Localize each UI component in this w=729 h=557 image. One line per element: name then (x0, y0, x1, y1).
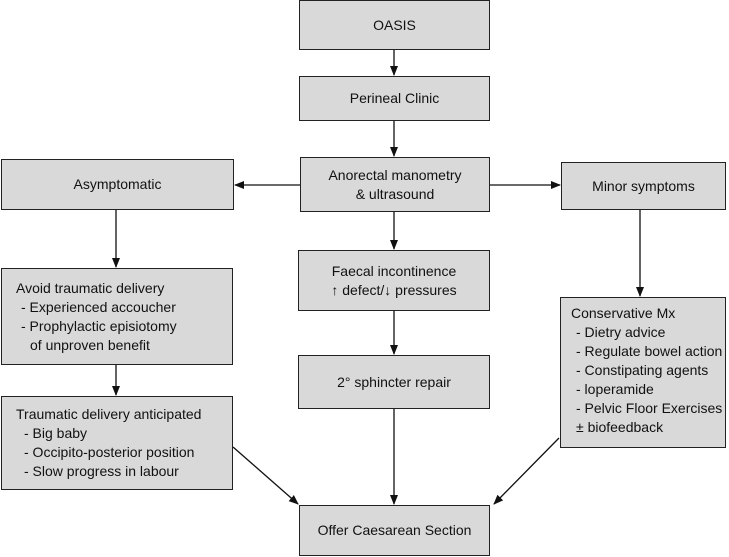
caesarean-label: Offer Caesarean Section (317, 522, 472, 538)
conservative-mx-box: Conservative Mx - Dietry advice - Regula… (560, 297, 726, 448)
traumatic-title: Traumatic delivery anticipated (16, 406, 202, 422)
traumatic-item: - Occipito-posterior position (24, 444, 195, 460)
caesarean-section-box: Offer Caesarean Section (299, 505, 490, 556)
asymptomatic-label: Asymptomatic (73, 176, 162, 192)
faecal-incontinence-box: Faecal incontinence ↑ defect/↓ pressures (298, 250, 490, 311)
traumatic-item: - Big baby (24, 425, 88, 441)
minor-symptoms-box: Minor symptoms (561, 162, 726, 210)
avoid-item: - Prophylactic episiotomy (21, 318, 177, 334)
conservative-item: - Pelvic Floor Exercises (576, 400, 723, 416)
minor-symptoms-label: Minor symptoms (592, 177, 695, 194)
faecal-line1: Faecal incontinence (331, 262, 457, 279)
arrow-traumatic-to-caesarean (232, 446, 299, 505)
avoid-item: - Experienced accoucher (21, 299, 176, 315)
manometry-box: Anorectal manometry & ultrasound (300, 157, 490, 212)
conservative-item: - Constipating agents (576, 362, 709, 378)
oasis-box: OASIS (299, 0, 490, 50)
traumatic-item: - Slow progress in labour (24, 463, 179, 479)
sphincter-repair-box: 2° sphincter repair (298, 355, 490, 409)
conservative-item: - Dietry advice (576, 324, 666, 340)
avoid-item: of unproven benefit (30, 337, 150, 353)
conservative-title: Conservative Mx (571, 305, 676, 321)
avoid-title: Avoid traumatic delivery (16, 280, 165, 296)
manometry-line1: Anorectal manometry (328, 166, 462, 183)
oasis-label: OASIS (373, 16, 416, 33)
avoid-traumatic-delivery-box: Avoid traumatic delivery - Experienced a… (1, 268, 233, 365)
asymptomatic-box: Asymptomatic (1, 159, 234, 210)
sphincter-label: 2° sphincter repair (337, 373, 451, 390)
arrow-conservative-to-caesarean (493, 437, 560, 505)
conservative-item: - loperamide (576, 381, 654, 397)
perineal-clinic-box: Perineal Clinic (299, 76, 490, 121)
manometry-line2: & ultrasound (355, 185, 435, 202)
conservative-item: - Regulate bowel action (576, 343, 723, 359)
perineal-clinic-label: Perineal Clinic (349, 90, 440, 106)
faecal-line2: ↑ defect/↓ pressures (331, 281, 457, 298)
traumatic-delivery-box: Traumatic delivery anticipated - Big bab… (1, 396, 233, 490)
conservative-item: ± biofeedback (576, 419, 664, 435)
